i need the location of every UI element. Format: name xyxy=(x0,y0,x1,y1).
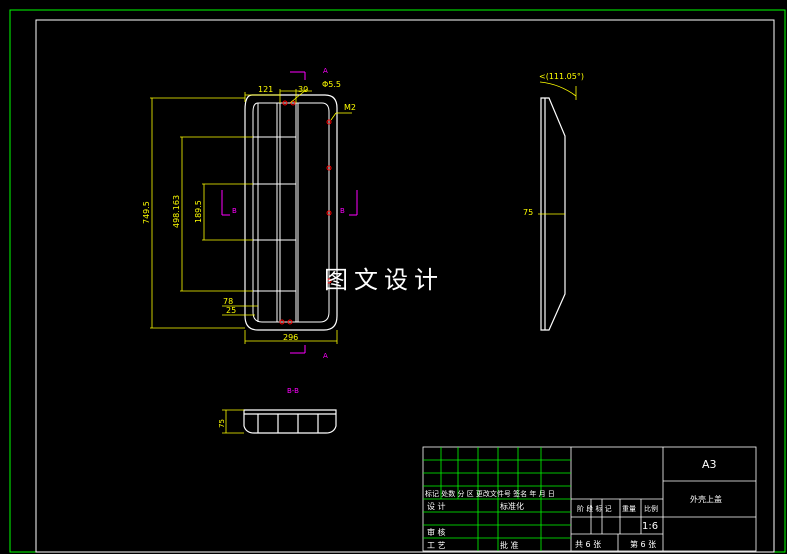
front-view-dimension-text: 121 30 Φ5.5 M2 749.5 498.163 189.5 78 25… xyxy=(142,80,356,342)
dim-mid-height: 189.5 xyxy=(194,200,203,223)
standardize-label: 标准化 xyxy=(500,501,524,511)
dim-hole: Φ5.5 xyxy=(322,80,341,89)
dim-depth: 75 xyxy=(523,208,533,217)
front-view-dimensions xyxy=(150,88,352,344)
hole-right-3 xyxy=(326,210,332,216)
hole-right-4 xyxy=(326,278,332,284)
dim-angle: <(111.05°) xyxy=(539,72,584,81)
part-name: 外壳上盖 xyxy=(690,494,722,504)
row-header: 标记 处数 分 区 更改文件号 签名 年 月 日 xyxy=(425,489,555,498)
weight-label: 重量 xyxy=(622,505,636,513)
scale-value: 1:6 xyxy=(642,521,658,532)
front-view-outline xyxy=(244,94,338,331)
section-view-dimensions xyxy=(222,409,244,434)
sheet-size: A3 xyxy=(702,458,717,471)
view-arrow-right: B xyxy=(340,207,345,215)
section-label: B-B xyxy=(287,387,299,395)
hole-right-2 xyxy=(326,165,332,171)
hole-top-1 xyxy=(282,100,288,106)
review-label: 审 核 xyxy=(427,527,446,537)
dim-bottom-a: 78 xyxy=(223,297,233,306)
dim-top-mid: 30 xyxy=(298,85,308,94)
section-view-outline xyxy=(243,409,337,434)
side-view-dimension-text: <(111.05°) 75 xyxy=(523,72,584,217)
process-label: 工 艺 xyxy=(427,541,446,550)
dim-width: 296 xyxy=(283,333,298,342)
watermark: 图文设计 xyxy=(324,266,444,294)
hole-bottom-1 xyxy=(279,319,285,325)
dim-overall-height: 749.5 xyxy=(142,201,151,224)
section-mark-text: A A B B xyxy=(232,67,345,360)
drawing-frame xyxy=(35,19,775,553)
dim-thread: M2 xyxy=(344,103,356,112)
stage-label: 阶 段 标 记 xyxy=(577,504,612,513)
approve-label: 批 准 xyxy=(500,540,519,550)
dim-inner-height: 498.163 xyxy=(172,195,181,228)
view-arrow-left: B xyxy=(232,207,237,215)
dim-bottom-b: 25 xyxy=(226,306,236,315)
section-mark-top: A xyxy=(323,67,328,75)
sheet-no: 第 6 张 xyxy=(630,539,656,549)
side-view-outline xyxy=(540,97,566,331)
sheet-total: 共 6 张 xyxy=(575,540,601,549)
section-view xyxy=(243,409,337,434)
dim-top-left: 121 xyxy=(258,85,273,94)
side-view-dimensions xyxy=(538,81,577,215)
design-label: 设 计 xyxy=(427,501,446,511)
section-dim-thickness: 75 xyxy=(218,419,226,428)
hole-bottom-2 xyxy=(287,319,293,325)
front-view-inner-outline xyxy=(252,102,330,323)
section-mark-bottom: A xyxy=(323,352,328,360)
section-marks xyxy=(221,71,358,354)
hole-right-1 xyxy=(326,119,332,125)
title-block xyxy=(422,446,757,552)
front-view xyxy=(244,94,338,331)
scale-label: 比例 xyxy=(644,504,658,513)
title-block-text: A3 外壳上盖 标记 处数 分 区 更改文件号 签名 年 月 日 设 计 标准化… xyxy=(425,458,722,550)
